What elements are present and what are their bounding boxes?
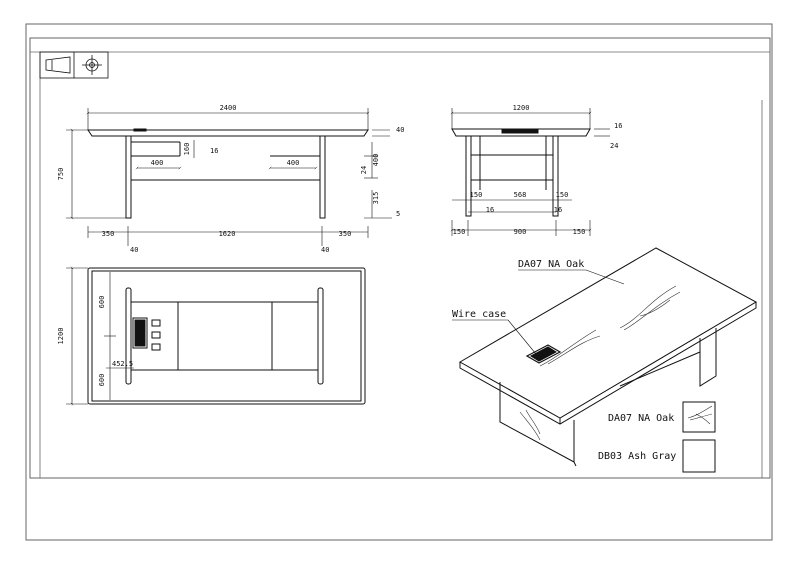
projection-symbol-icon (39, 51, 109, 79)
front-span-label: 1620 (219, 230, 236, 238)
wire-case-callout: Wire case (452, 309, 506, 320)
front-leg-left-label: 40 (130, 246, 138, 254)
front-top-thickness-label: 40 (396, 126, 404, 134)
front-view: 2400 750 40 160 16 400 400 400 24 315 5 … (57, 104, 404, 254)
side-inner-150-right-label: 150 (556, 191, 569, 199)
plan-view-dimension-lines (66, 266, 134, 406)
front-tray-offset-label: 16 (210, 147, 218, 155)
plan-view-geometry (87, 267, 366, 405)
oak-swatch (682, 401, 716, 433)
plan-lower-600-label: 600 (98, 374, 106, 387)
front-foot-label: 5 (396, 210, 400, 218)
legend-oak-label: DA07 NA Oak (608, 413, 674, 424)
side-inner-150-left-label: 150 (470, 191, 483, 199)
front-overhang-right-label: 350 (339, 230, 352, 238)
front-overall-width-label: 2400 (220, 104, 237, 112)
finish-legend: DA07 NA Oak DB03 Ash Gray (598, 401, 716, 473)
side-view-geometry (451, 128, 591, 217)
side-view-dimension-lines (450, 108, 610, 236)
front-tray-left-label: 400 (151, 159, 164, 167)
plan-grommet-offset-label: 452.5 (112, 360, 133, 368)
side-depth-label: 1200 (513, 104, 530, 112)
side-bottom-150-left-label: 150 (453, 228, 466, 236)
perspective-view: DA07 NA Oak Wire case (452, 247, 758, 467)
perspective-leaders (452, 269, 625, 355)
front-view-dimension-lines (66, 108, 392, 246)
front-leg-right-label: 40 (321, 246, 329, 254)
front-height-label: 750 (57, 168, 65, 181)
front-side-24-label: 24 (360, 166, 368, 174)
front-side-400-label: 400 (372, 154, 380, 167)
front-side-315-label: 315 (372, 192, 380, 205)
sheet-frame (25, 23, 773, 541)
top-finish-callout: DA07 NA Oak (518, 259, 584, 270)
side-inner-568-label: 568 (514, 191, 527, 199)
side-bottom-900-label: 900 (514, 228, 527, 236)
front-view-geometry (87, 128, 369, 219)
plan-upper-600-label: 600 (98, 296, 106, 309)
side-inner-16-right-label: 16 (554, 206, 562, 214)
side-inner-16-left-label: 16 (486, 206, 494, 214)
side-top-16-label: 16 (614, 122, 622, 130)
oak-grain-icon (687, 405, 713, 425)
front-overhang-left-label: 350 (102, 230, 115, 238)
front-tray-right-label: 400 (287, 159, 300, 167)
plan-depth-label: 1200 (57, 328, 65, 345)
side-view: 1200 16 24 150 568 150 16 16 150 900 150 (450, 104, 622, 236)
ash-swatch (682, 439, 716, 473)
legend-ash-label: DB03 Ash Gray (598, 451, 676, 462)
side-top-24-label: 24 (610, 142, 618, 150)
front-tray-depth-label: 160 (183, 143, 191, 156)
plan-view: 1200 600 600 452.5 (57, 266, 366, 406)
wood-grain-icon (519, 285, 681, 441)
perspective-geometry (458, 247, 758, 467)
side-bottom-150-right-label: 150 (573, 228, 586, 236)
